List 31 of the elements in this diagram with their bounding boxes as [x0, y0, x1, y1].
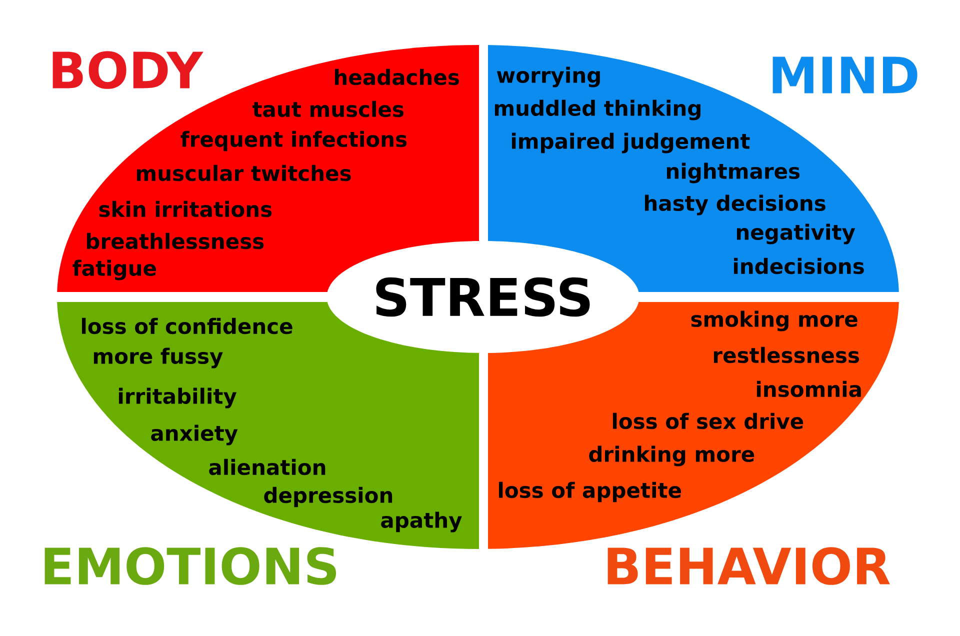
symptom-label: restlessness: [714, 346, 859, 364]
symptom-label: apathy: [381, 512, 462, 532]
symptom-label: nightmares: [666, 162, 800, 184]
heading: BEHAVIOR: [608, 547, 890, 585]
symptom-label: loss of confidence: [82, 318, 292, 334]
symptom-label: drinking more: [589, 446, 754, 466]
symptom-label: impaired judgement: [512, 132, 750, 154]
symptom-label: negativity: [736, 224, 856, 244]
symptom-label: frequent infections: [180, 130, 407, 152]
heading: EMOTIONS: [44, 547, 336, 585]
symptom-label: muscular twitches: [136, 164, 351, 182]
heading: MIND: [772, 56, 918, 94]
symptom-label: irritability: [118, 388, 237, 408]
symptom-label: hasty decisions: [644, 194, 826, 216]
symptom-label: muddled thinking: [494, 100, 700, 120]
symptom-label: taut muscles: [252, 100, 404, 118]
symptom-label: depression: [264, 486, 392, 508]
symptom-label: loss of appetite: [498, 482, 681, 502]
symptom-label: worrying: [496, 66, 600, 88]
symptom-label: breathlessness: [86, 232, 264, 250]
symptom-label: headaches: [334, 68, 459, 86]
symptom-label: more fussy: [94, 348, 223, 368]
symptom-label: insomnia: [756, 380, 861, 398]
symptom-label: skin irritations: [99, 200, 272, 218]
heading: BODY: [52, 51, 204, 89]
symptom-label: smoking more: [691, 310, 858, 332]
symptom-label: anxiety: [151, 424, 238, 446]
symptom-label: alienation: [209, 458, 326, 476]
symptom-label: loss of sex drive: [612, 412, 804, 430]
symptom-label: indecisions: [734, 258, 864, 274]
symptom-label: fatigue: [72, 260, 156, 280]
